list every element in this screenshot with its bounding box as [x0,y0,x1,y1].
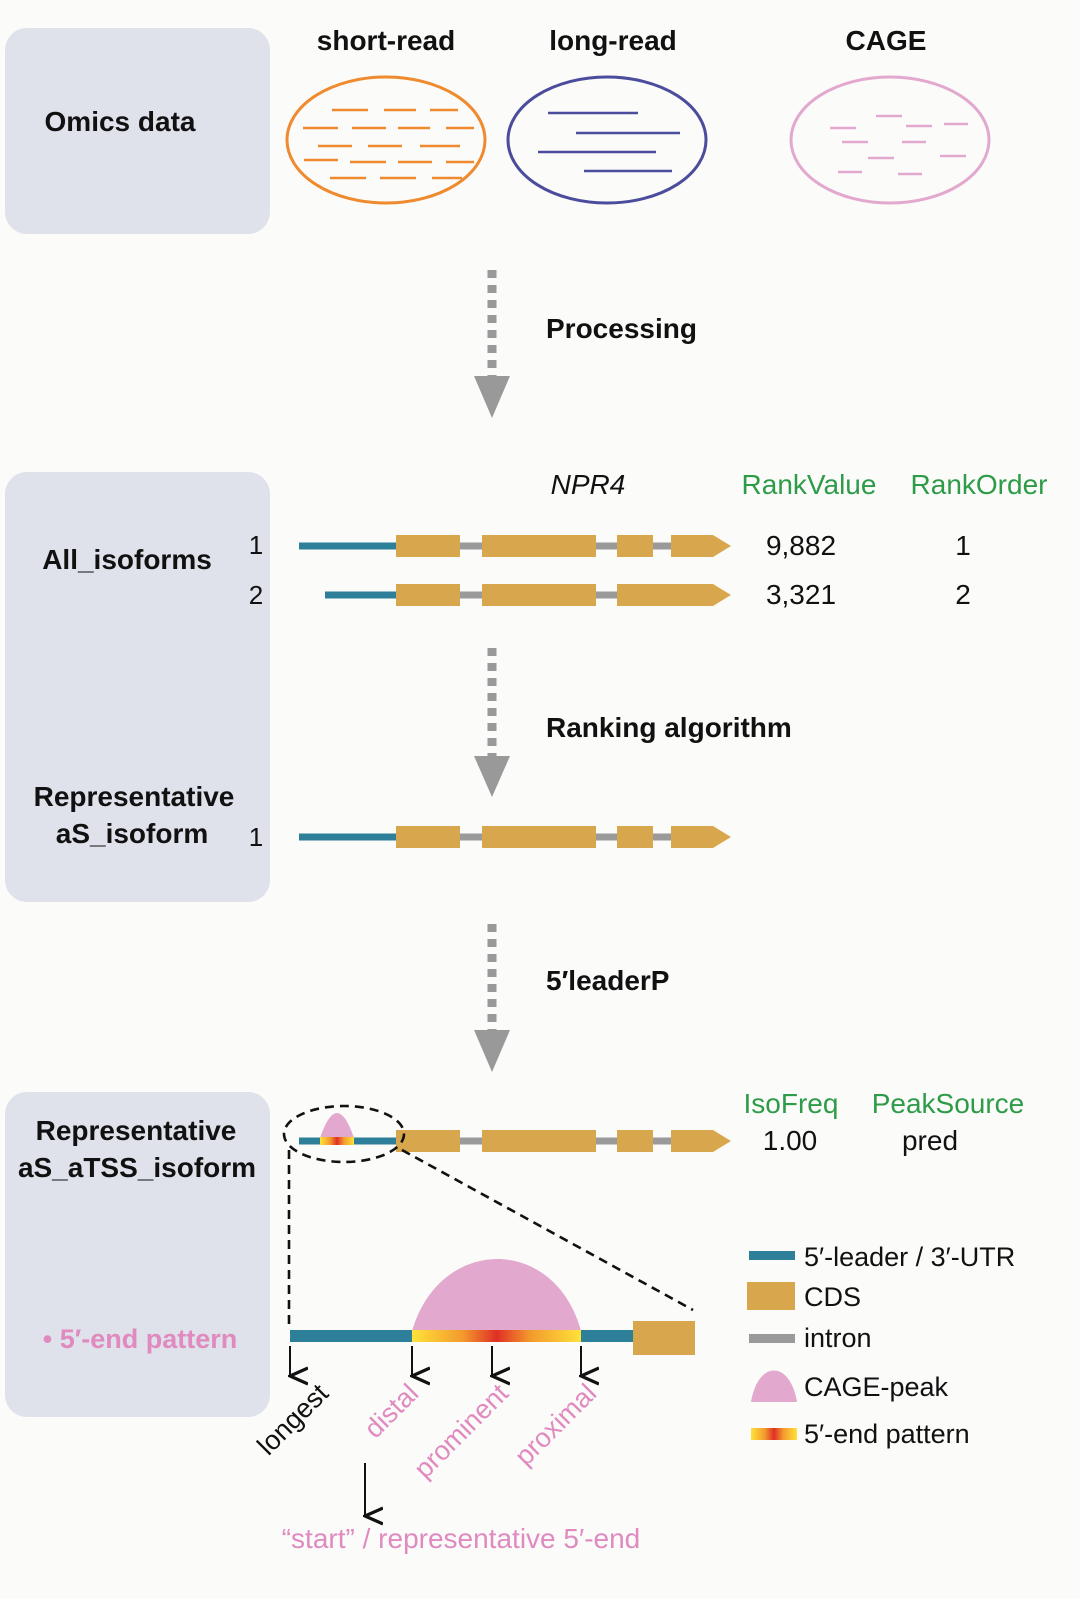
isoform-1-rank-order: 1 [955,530,971,561]
isofreq-header: IsoFreq [744,1088,839,1119]
leader-bar-icon [749,1251,795,1260]
pattern-gradient-icon [751,1428,797,1440]
zoomed-leader-model [290,1259,695,1355]
legend-label-cds: CDS [804,1282,861,1312]
representative-gene-model [299,826,731,848]
representative-number: 1 [249,822,263,852]
isoform-2-number: 2 [249,580,263,610]
omics-panel [5,28,270,234]
legend-label-pattern: 5′-end pattern [804,1419,970,1449]
processing-arrow-icon [474,270,510,418]
ranking-arrow-icon [474,648,510,797]
start-note: “start” / representative 5′-end [282,1523,641,1554]
processing-label: Processing [546,313,697,344]
isoform-1-rank-value: 9,882 [766,530,836,561]
short-read-title: short-read [317,25,455,56]
legend-label-intron: intron [804,1323,872,1353]
legend-label-cage: CAGE-peak [804,1372,949,1402]
short-read-ellipse-icon [285,75,487,205]
representative-label-line1: Representative [34,781,235,812]
peaksource-value: pred [902,1125,958,1156]
rank-value-header: RankValue [742,469,877,500]
omics-label: Omics data [45,106,196,137]
cds-box-icon [747,1282,795,1310]
cage-peak-icon [751,1370,797,1402]
isoform-2-rank-order: 2 [955,579,971,610]
gene-name: NPR4 [551,469,626,500]
position-proximal: proximal [509,1378,602,1471]
atss-panel [5,1092,270,1417]
ranking-label: Ranking algorithm [546,712,792,743]
isoform-1-gene-model [299,535,731,557]
representative-label-line2: aS_isoform [56,818,209,849]
rank-order-header: RankOrder [911,469,1048,500]
cage-title: CAGE [846,25,927,56]
long-read-ellipse-icon [506,75,708,205]
zoom-callout [282,1104,694,1330]
legend: 5′-leader / 3′-UTR CDS intron CAGE-peak … [747,1242,1015,1449]
atss-gene-model [299,1113,731,1152]
cage-ellipse-icon [789,75,991,205]
isoform-panel-label: All_isoforms [42,544,212,575]
leaderp-label: 5′leaderP [546,965,669,996]
pattern-label: • 5′-end pattern [43,1324,237,1354]
position-distal: distal [358,1378,424,1444]
intron-line-icon [749,1334,795,1343]
position-prominent: prominent [408,1378,514,1484]
legend-label-leader: 5′-leader / 3′-UTR [804,1242,1015,1272]
leaderp-arrow-icon [474,924,510,1072]
isoform-1-number: 1 [249,530,263,560]
long-read-title: long-read [549,25,677,56]
position-arrows [290,1346,581,1516]
atss-label-line1: Representative [36,1115,237,1146]
atss-label-line2: aS_aTSS_isoform [18,1152,256,1183]
peaksource-header: PeakSource [872,1088,1025,1119]
isoform-2-gene-model [325,584,731,606]
isoform-2-rank-value: 3,321 [766,579,836,610]
isofreq-value: 1.00 [763,1125,818,1156]
isoform-panel [5,472,270,902]
